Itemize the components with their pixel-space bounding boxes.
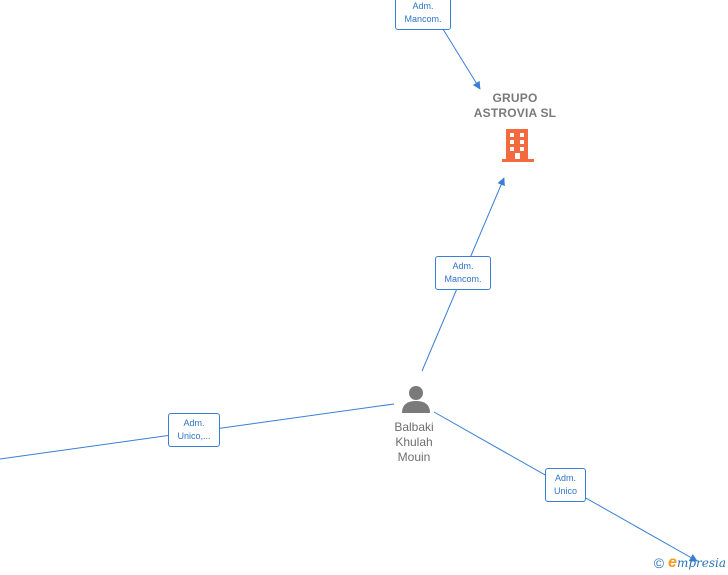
edge-label-top[interactable]: Adm. Mancom. — [395, 0, 451, 30]
edge-label-left-line2: Unico,... — [177, 431, 211, 441]
brand-logo-e: e — [668, 554, 677, 571]
building-icon[interactable] — [502, 127, 534, 163]
edge-label-right-line1: Adm. — [554, 473, 576, 483]
edge-label-top-line1: Adm. — [412, 1, 434, 11]
edge-label-left-line1: Adm. — [183, 418, 205, 428]
edge-label-middle-line2: Mancom. — [444, 274, 482, 284]
company-name-line1: GRUPO — [492, 91, 538, 105]
person-name-line2: Khulah — [395, 435, 433, 449]
edge-label-top-line2: Mancom. — [404, 14, 442, 24]
person-name[interactable]: Balbaki Khulah Mouin — [374, 420, 454, 465]
copyright-symbol: © — [653, 555, 665, 571]
person-icon[interactable] — [401, 384, 431, 414]
brand-name: mpresia — [676, 556, 726, 570]
person-name-line3: Mouin — [397, 450, 431, 464]
person-name-line1: Balbaki — [394, 420, 434, 434]
edge-label-middle-line1: Adm. — [452, 261, 474, 271]
company-name[interactable]: GRUPO ASTROVIA SL — [455, 91, 575, 121]
edge-label-right-line2: Unico — [553, 486, 577, 496]
edge-label-right[interactable]: Adm. Unico — [545, 468, 586, 502]
company-name-line2: ASTROVIA SL — [473, 106, 557, 120]
edge-label-middle[interactable]: Adm. Mancom. — [435, 256, 491, 290]
edge-label-left[interactable]: Adm. Unico,... — [168, 413, 220, 447]
